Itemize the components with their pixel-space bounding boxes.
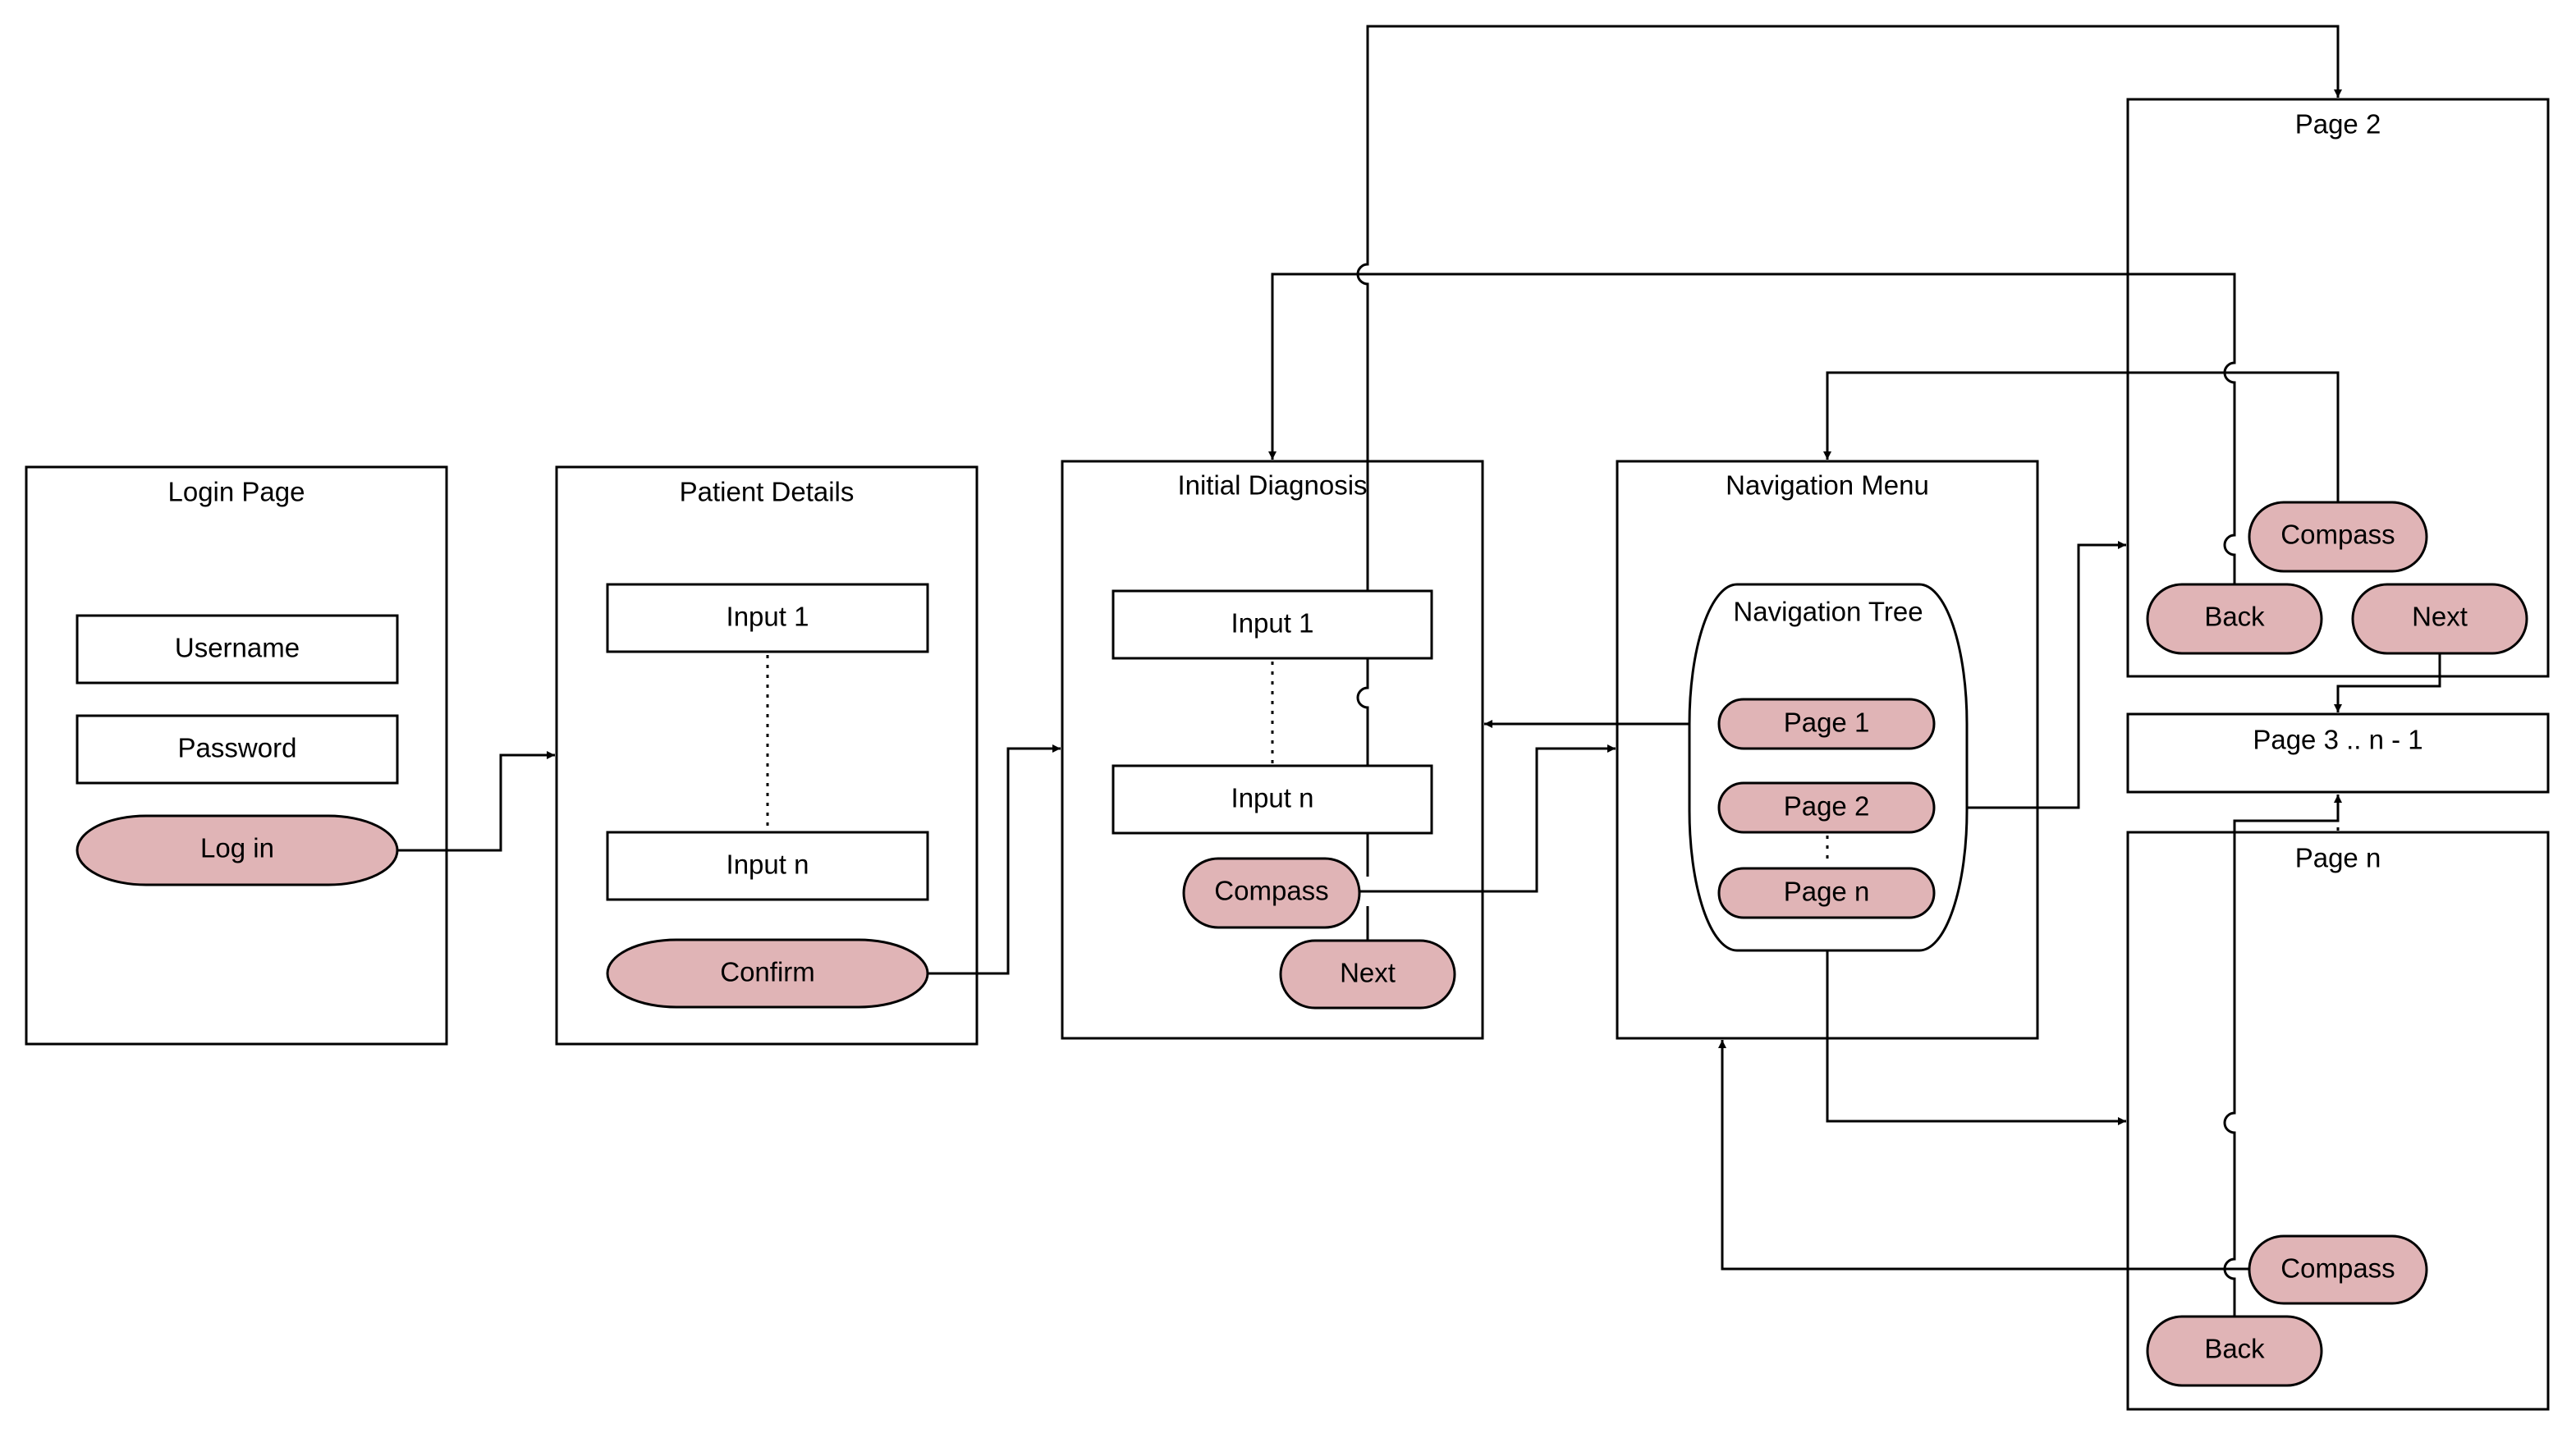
patient-input-last-label: Input n — [727, 850, 809, 880]
patient-input-first[interactable]: Input 1 — [606, 583, 929, 653]
arrow-login-to-patient — [397, 751, 555, 852]
diagnosis-input-last-label: Input n — [1231, 783, 1314, 813]
nav-item-pagen-label: Page n — [1784, 877, 1870, 907]
pagen-back-label: Back — [2204, 1334, 2265, 1364]
nav-item-page2[interactable]: Page 2 — [1717, 781, 1936, 834]
pagen-title: Page n — [2295, 843, 2381, 873]
confirm-button[interactable]: Confirm — [606, 938, 929, 1009]
diagnosis-input-first[interactable]: Input 1 — [1112, 589, 1433, 660]
page2-compass-label: Compass — [2280, 520, 2395, 550]
arrow-pagen-compass-to-navigation — [1718, 1040, 2249, 1271]
pagen-panel: Page n — [2126, 831, 2550, 1411]
page2-next-label: Next — [2412, 602, 2468, 632]
arrow-page2-compass-to-navigation — [1823, 371, 2340, 502]
pagen-compass-button[interactable]: Compass — [2248, 1234, 2428, 1305]
arrow-confirm-to-diagnosis — [928, 744, 1061, 975]
page2-next-button[interactable]: Next — [2351, 583, 2528, 655]
connectors — [397, 25, 2441, 1317]
page3-title: Page 3 .. n - 1 — [2253, 725, 2422, 755]
arrow-pagen-item-to-pagen — [1826, 918, 2126, 1125]
password-field[interactable]: Password — [76, 714, 399, 785]
login-button-label: Log in — [200, 833, 274, 863]
page2-back-label: Back — [2204, 602, 2265, 632]
diagnosis-next-label: Next — [1340, 958, 1396, 988]
navigation-tree: Navigation Tree — [1688, 583, 1969, 952]
navigation-tree-title: Navigation Tree — [1733, 597, 1923, 627]
pagen-back-button[interactable]: Back — [2146, 1315, 2323, 1387]
pagen-compass-label: Compass — [2280, 1253, 2395, 1284]
arrow-compass-to-navigation — [1359, 744, 1616, 893]
navigation-menu-title: Navigation Menu — [1726, 470, 1929, 501]
page2-back-button[interactable]: Back — [2146, 583, 2323, 655]
page2-title: Page 2 — [2295, 109, 2381, 140]
arrow-next-to-page2 — [1356, 25, 2338, 941]
nav-item-pagen[interactable]: Page n — [1717, 867, 1936, 919]
page3-panel: Page 3 .. n - 1 — [2126, 712, 2550, 794]
nav-item-page1-label: Page 1 — [1784, 708, 1870, 738]
login-page-title: Login Page — [168, 477, 305, 507]
login-button[interactable]: Log in — [76, 814, 399, 886]
arrow-back-to-diagnosis — [1268, 272, 2236, 584]
initial-diagnosis-title: Initial Diagnosis — [1177, 470, 1367, 501]
confirm-button-label: Confirm — [720, 957, 815, 987]
arrow-pagen-back-to-page3 — [2223, 795, 2342, 1317]
patient-input-first-label: Input 1 — [727, 602, 809, 632]
arrow-page2-item-to-page2 — [1934, 541, 2126, 809]
nav-item-page1[interactable]: Page 1 — [1717, 698, 1936, 750]
username-field[interactable]: Username — [76, 614, 399, 685]
password-label: Password — [178, 733, 297, 763]
arrow-page2-next-to-page3 — [2334, 653, 2441, 712]
page2-compass-button[interactable]: Compass — [2248, 501, 2428, 573]
diagnosis-next-button[interactable]: Next — [1279, 939, 1456, 1010]
username-label: Username — [175, 633, 300, 663]
diagnosis-input-first-label: Input 1 — [1231, 608, 1314, 639]
diagnosis-compass-button[interactable]: Compass — [1182, 857, 1361, 929]
patient-details-title: Patient Details — [680, 477, 855, 507]
nav-item-page2-label: Page 2 — [1784, 791, 1870, 822]
diagnosis-compass-label: Compass — [1214, 876, 1328, 906]
patient-input-last[interactable]: Input n — [606, 831, 929, 901]
diagnosis-input-last[interactable]: Input n — [1112, 764, 1433, 835]
